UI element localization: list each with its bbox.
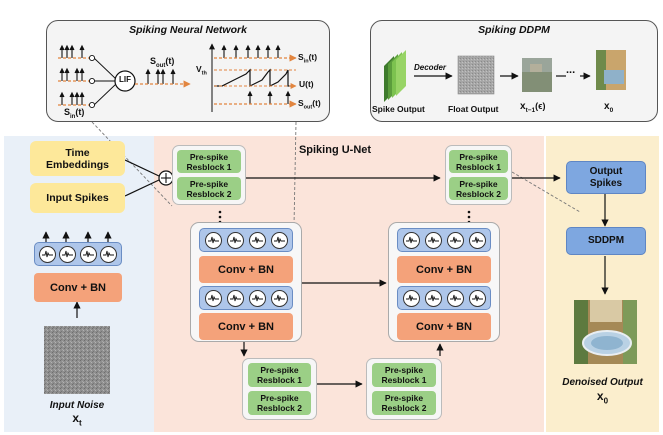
resblock1-enc-bottom: Pre-spike Resblock 1 <box>248 363 311 387</box>
spike-neuron-icon <box>248 289 266 307</box>
decoder-label: Decoder <box>414 63 447 72</box>
s-out-sub-r: out <box>303 104 313 111</box>
spike-neuron-icon <box>270 231 288 249</box>
x-t-minus-1-symbol: x <box>520 101 526 112</box>
v-th-symbol: V <box>196 64 202 74</box>
s-in-arg-r: (t) <box>308 52 318 62</box>
s-in-symbol-r: S <box>298 52 304 62</box>
s-in-arg: (t) <box>75 107 85 117</box>
input-noise-image <box>44 326 110 394</box>
output-spikes-box: Output Spikes <box>566 161 646 194</box>
spike-neuron-icon <box>446 231 464 249</box>
x0-label-top: x0 <box>604 101 613 114</box>
lif-label: LIF <box>119 75 131 84</box>
snn-spike-inputs <box>59 44 85 105</box>
u-t-label: U(t) <box>299 79 314 89</box>
spike-neuron-icon <box>402 231 420 249</box>
spike-output-stack <box>384 50 406 102</box>
x-t-minus-1-sub: t−1 <box>525 107 536 114</box>
s-out-arg: (t) <box>165 56 175 66</box>
spike-neuron-icon <box>402 289 420 307</box>
x-t-minus-1-arg: (ϵ) <box>535 101 546 111</box>
decoder-conv-bn-1: Conv + BN <box>397 256 491 283</box>
spike-neuron-icon <box>204 231 222 249</box>
time-embeddings-box: Time Embeddings <box>30 141 125 176</box>
spike-neuron-icon <box>226 289 244 307</box>
spiking-unet-title: Spiking U-Net <box>298 144 372 156</box>
x0-sub-bottom: 0 <box>603 396 609 406</box>
decoder-neuron-row-1 <box>397 228 491 252</box>
spike-output-label: Spike Output <box>372 104 425 114</box>
s-out-label-right: Sout(t) <box>298 98 321 111</box>
decoder-neuron-row-2 <box>397 286 491 310</box>
resblock1-dec-top: Pre-spike Resblock 1 <box>449 150 508 173</box>
float-output-image <box>457 55 495 95</box>
spike-neuron-icon <box>424 289 442 307</box>
left-spiking-neuron-row <box>34 242 122 266</box>
spike-neuron-icon <box>270 289 288 307</box>
input-noise-label: Input Noise <box>49 400 105 411</box>
spike-neuron-icon <box>468 231 486 249</box>
s-in-symbol: S <box>64 107 71 117</box>
x0-sub-top: 0 <box>609 107 614 114</box>
ddpm-panel-title: Spiking DDPM <box>478 24 550 36</box>
spike-neuron-icon <box>79 245 97 263</box>
s-in-label-left: Sin(t) <box>64 107 84 120</box>
resblock1-dec-bottom: Pre-spike Resblock 1 <box>372 363 436 387</box>
ddpm-ellipsis: ... <box>566 64 576 76</box>
s-in-label-right: Sin(t) <box>298 52 317 65</box>
resblock2-enc-bottom: Pre-spike Resblock 2 <box>248 391 311 415</box>
resblock2-dec-top: Pre-spike Resblock 2 <box>449 177 508 200</box>
snn-output-spikes <box>145 68 176 84</box>
v-th-label: Vth <box>196 64 207 77</box>
x-t-minus-1-label: xt−1(ϵ) <box>520 101 545 114</box>
spike-neuron-icon <box>424 231 442 249</box>
v-th-sub: th <box>201 70 207 77</box>
spike-neuron-icon <box>468 289 486 307</box>
x0-image-small <box>596 50 626 90</box>
s-out-arg-r: (t) <box>312 98 321 108</box>
x-t-sub: t <box>79 418 82 428</box>
left-conv-bn-box: Conv + BN <box>34 273 122 302</box>
decoder-conv-bn-2: Conv + BN <box>397 313 491 340</box>
lif-neuron-circle <box>114 70 136 92</box>
s-in-sub: in <box>70 113 76 120</box>
resblock2-dec-bottom: Pre-spike Resblock 2 <box>372 391 436 415</box>
x0-symbol-bottom: x <box>596 389 604 403</box>
resblock2-enc-top: Pre-spike Resblock 2 <box>177 177 241 200</box>
s-out-symbol: S <box>150 56 157 66</box>
s-out-sub: out <box>156 62 166 69</box>
spike-neuron-icon <box>446 289 464 307</box>
snn-synapses <box>88 54 117 109</box>
spike-neuron-icon <box>38 245 56 263</box>
encoder-conv-bn-1: Conv + BN <box>199 256 293 283</box>
sddpm-box: SDDPM <box>566 227 646 255</box>
input-spikes-box: Input Spikes <box>30 183 125 213</box>
x0-label-bottom: x0 <box>548 389 657 405</box>
snn-input-lines <box>58 57 90 106</box>
snn-membrane-plot <box>209 43 297 112</box>
s-out-symbol-r: S <box>298 98 304 108</box>
float-output-label: Float Output <box>448 104 499 114</box>
s-in-sub-r: in <box>303 58 309 65</box>
encoder-conv-bn-2: Conv + BN <box>199 313 293 340</box>
x0-symbol-top: x <box>604 101 610 112</box>
spike-neuron-icon <box>204 289 222 307</box>
spike-neuron-icon <box>100 245 118 263</box>
denoised-output-label: Denoised Output <box>562 377 643 388</box>
encoder-neuron-row-2 <box>199 286 293 310</box>
s-out-label: Sout(t) <box>150 56 174 69</box>
resblock1-enc-top: Pre-spike Resblock 1 <box>177 150 241 173</box>
spike-neuron-icon <box>248 231 266 249</box>
denoised-output-image <box>574 300 637 364</box>
encoder-neuron-row-1 <box>199 228 293 252</box>
x-t-symbol: x <box>72 411 79 425</box>
spike-neuron-icon <box>59 245 77 263</box>
x-t-minus-1-image <box>522 58 552 92</box>
x-t-label: xt <box>22 411 132 427</box>
snn-panel-title: Spiking Neural Network <box>129 24 247 36</box>
spike-neuron-icon <box>226 231 244 249</box>
